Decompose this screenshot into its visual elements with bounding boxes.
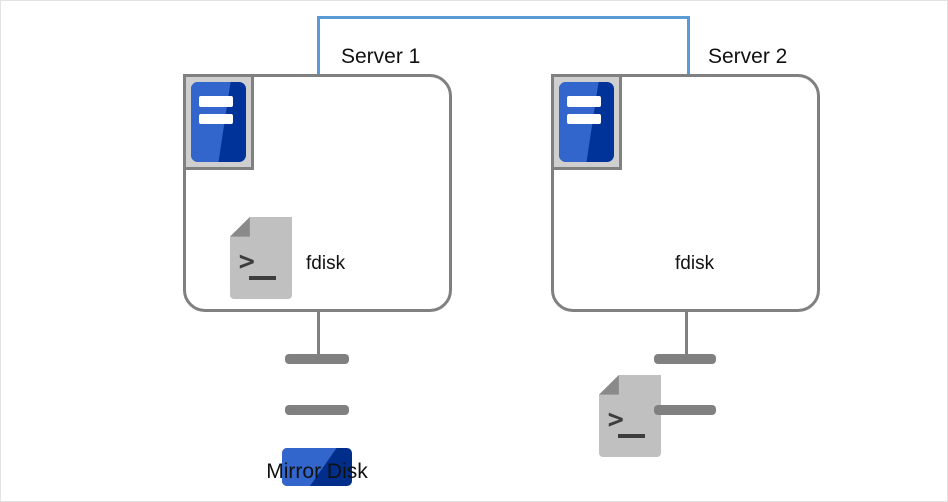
interconnect-left-segment (317, 16, 320, 75)
fdisk-icon-server2[interactable]: > (599, 375, 661, 457)
server-icon-slot-top (566, 96, 601, 107)
terminal-cursor-glyph (248, 276, 276, 281)
fdisk-icon-server1[interactable]: > (230, 217, 292, 299)
disk2-bar-middle (654, 405, 716, 415)
server1-title: Server 1 (341, 45, 421, 68)
server2-title: Server 2 (708, 45, 788, 68)
disk1-bar-top (285, 354, 349, 364)
server-icon (183, 74, 254, 170)
disk1-platter-1[interactable] (282, 448, 352, 486)
terminal-cursor-glyph (617, 434, 645, 439)
fdisk-label-server2: fdisk (675, 253, 715, 274)
document-fold-corner (599, 375, 619, 395)
terminal-prompt-glyph: > (607, 404, 624, 436)
server-icon-slot-top (198, 96, 233, 107)
server-icon-body (191, 82, 246, 162)
disk2-bar-top (654, 354, 716, 364)
server-icon-body (559, 82, 614, 162)
server-icon-slot-bottom (198, 114, 233, 125)
mirror-disk-label: Mirror Disk (266, 460, 368, 483)
server-icon (551, 74, 622, 170)
disk1-bar-middle (285, 405, 349, 415)
server-icon-slot-bottom (566, 114, 601, 125)
interconnect-top-segment (317, 16, 690, 19)
interconnect-right-segment (687, 16, 690, 75)
server2-disk-connector (685, 311, 688, 359)
terminal-prompt-glyph: > (238, 246, 255, 278)
server1-disk-connector (317, 311, 320, 359)
document-fold-corner (230, 217, 250, 237)
fdisk-label-server1: fdisk (306, 253, 346, 274)
